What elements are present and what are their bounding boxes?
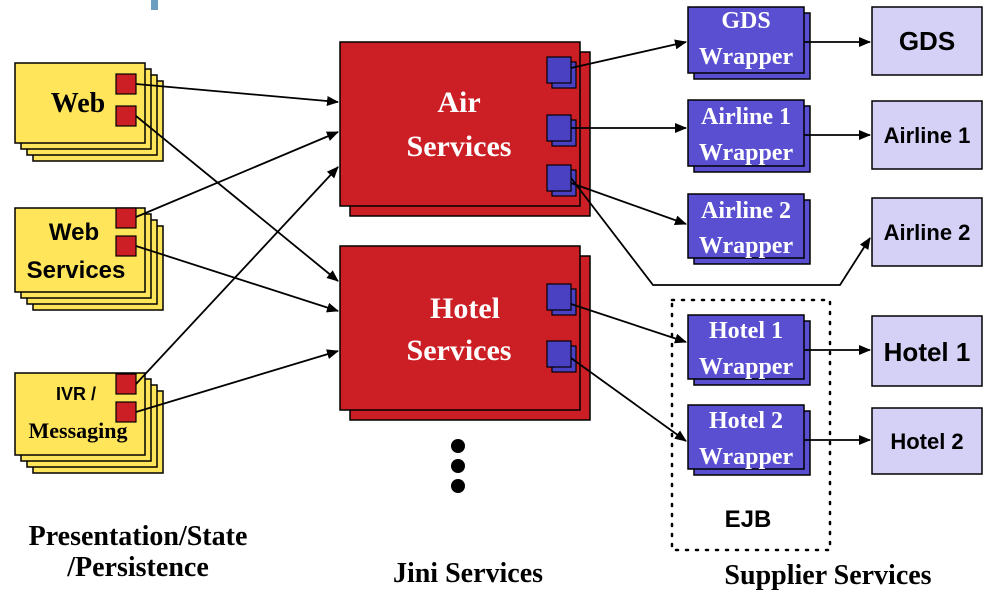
presentation-web-services-stack: Web Services bbox=[14, 207, 164, 311]
supplier-column-label: Supplier Services bbox=[724, 560, 931, 591]
web-port-bottom bbox=[115, 105, 137, 127]
supplier-airline-1: Airline 1 bbox=[871, 100, 983, 170]
arrow-webservices-to-air bbox=[135, 131, 339, 218]
hotel-services-label-line1: Hotel bbox=[430, 292, 500, 325]
hotel-services-label-line2: Services bbox=[407, 334, 512, 367]
svg-text:GDS: GDS bbox=[721, 8, 770, 34]
ejb-container bbox=[670, 298, 832, 552]
arrow-hotel-to-hotel1-wrapper bbox=[570, 303, 687, 344]
svg-text:Airline 2: Airline 2 bbox=[701, 198, 791, 224]
air-port-1 bbox=[546, 56, 577, 89]
ivr-port-bottom bbox=[115, 401, 137, 423]
hotel-1-wrapper: Hotel 1 Wrapper bbox=[687, 314, 811, 386]
arrow-air-to-gds-wrapper bbox=[570, 39, 687, 69]
air-port-3 bbox=[546, 164, 577, 197]
more-services-ellipsis bbox=[451, 439, 465, 493]
hotel-services-stack: Hotel Services bbox=[339, 245, 591, 421]
ivr-label-line2: Messaging bbox=[29, 418, 128, 443]
svg-text:Airline 1: Airline 1 bbox=[884, 123, 971, 148]
presentation-ivr-stack: IVR / Messaging bbox=[14, 372, 164, 474]
airline-2-wrapper: Airline 2 Wrapper bbox=[687, 193, 811, 265]
arrow-ivr-to-air bbox=[135, 166, 339, 385]
svg-text:Hotel 1: Hotel 1 bbox=[884, 337, 971, 367]
supplier-airline-2: Airline 2 bbox=[871, 197, 983, 267]
arrow-hotel-to-hotel2-wrapper bbox=[570, 357, 687, 442]
arrow-web-to-hotel bbox=[135, 115, 339, 282]
svg-text:Wrapper: Wrapper bbox=[699, 354, 794, 380]
web-services-label-line2: Services bbox=[27, 257, 126, 284]
supplier-gds: GDS bbox=[871, 6, 983, 76]
arrow-air-to-airline2-wrapper bbox=[570, 182, 687, 226]
web-port-top bbox=[115, 73, 137, 95]
web-services-label-line1: Web bbox=[49, 219, 99, 246]
web-services-port-bottom bbox=[115, 235, 137, 257]
gds-wrapper: GDS Wrapper bbox=[687, 6, 811, 80]
presentation-column-label-line1: Presentation/State bbox=[29, 521, 248, 552]
supplier-hotel-1: Hotel 1 bbox=[871, 315, 983, 387]
ivr-label-line1: IVR / bbox=[56, 384, 96, 404]
supplier-hotel-2: Hotel 2 bbox=[871, 407, 983, 475]
jini-connectors bbox=[570, 39, 871, 442]
arrow-web-to-air bbox=[135, 83, 339, 107]
web-services-port-top bbox=[115, 207, 137, 229]
airline-1-wrapper: Airline 1 Wrapper bbox=[687, 99, 811, 173]
hotel-port-2 bbox=[546, 340, 577, 373]
arrow-air-to-airline2-direct bbox=[570, 177, 871, 286]
svg-text:GDS: GDS bbox=[899, 26, 955, 56]
jini-column-label: Jini Services bbox=[393, 558, 543, 589]
air-services-stack: Air Services bbox=[339, 41, 591, 217]
svg-text:Wrapper: Wrapper bbox=[699, 444, 794, 470]
hotel-2-wrapper: Hotel 2 Wrapper bbox=[687, 404, 811, 476]
svg-text:Airline 1: Airline 1 bbox=[701, 104, 791, 130]
svg-text:Hotel 2: Hotel 2 bbox=[709, 408, 783, 434]
arrow-ivr-to-hotel bbox=[135, 349, 339, 413]
svg-text:Wrapper: Wrapper bbox=[699, 140, 794, 166]
arrow-webservices-to-hotel bbox=[135, 245, 339, 313]
presentation-web-stack: Web bbox=[14, 62, 164, 162]
hotel-port-1 bbox=[546, 283, 577, 316]
svg-text:Wrapper: Wrapper bbox=[699, 233, 794, 259]
air-port-2 bbox=[546, 114, 577, 147]
svg-text:Airline 2: Airline 2 bbox=[884, 220, 971, 245]
air-services-label-line1: Air bbox=[437, 86, 480, 119]
svg-text:Hotel 1: Hotel 1 bbox=[709, 318, 783, 344]
top-accent-bar bbox=[151, 0, 158, 10]
ivr-port-top bbox=[115, 373, 137, 395]
wrapper-connectors bbox=[804, 37, 871, 445]
ejb-label: EJB bbox=[725, 506, 772, 533]
presentation-connectors bbox=[135, 83, 339, 413]
svg-text:Hotel 2: Hotel 2 bbox=[890, 429, 963, 454]
web-label: Web bbox=[51, 88, 105, 119]
svg-text:Wrapper: Wrapper bbox=[699, 44, 794, 70]
air-services-label-line2: Services bbox=[407, 130, 512, 163]
presentation-column-label-line2: /Persistence bbox=[66, 552, 209, 583]
